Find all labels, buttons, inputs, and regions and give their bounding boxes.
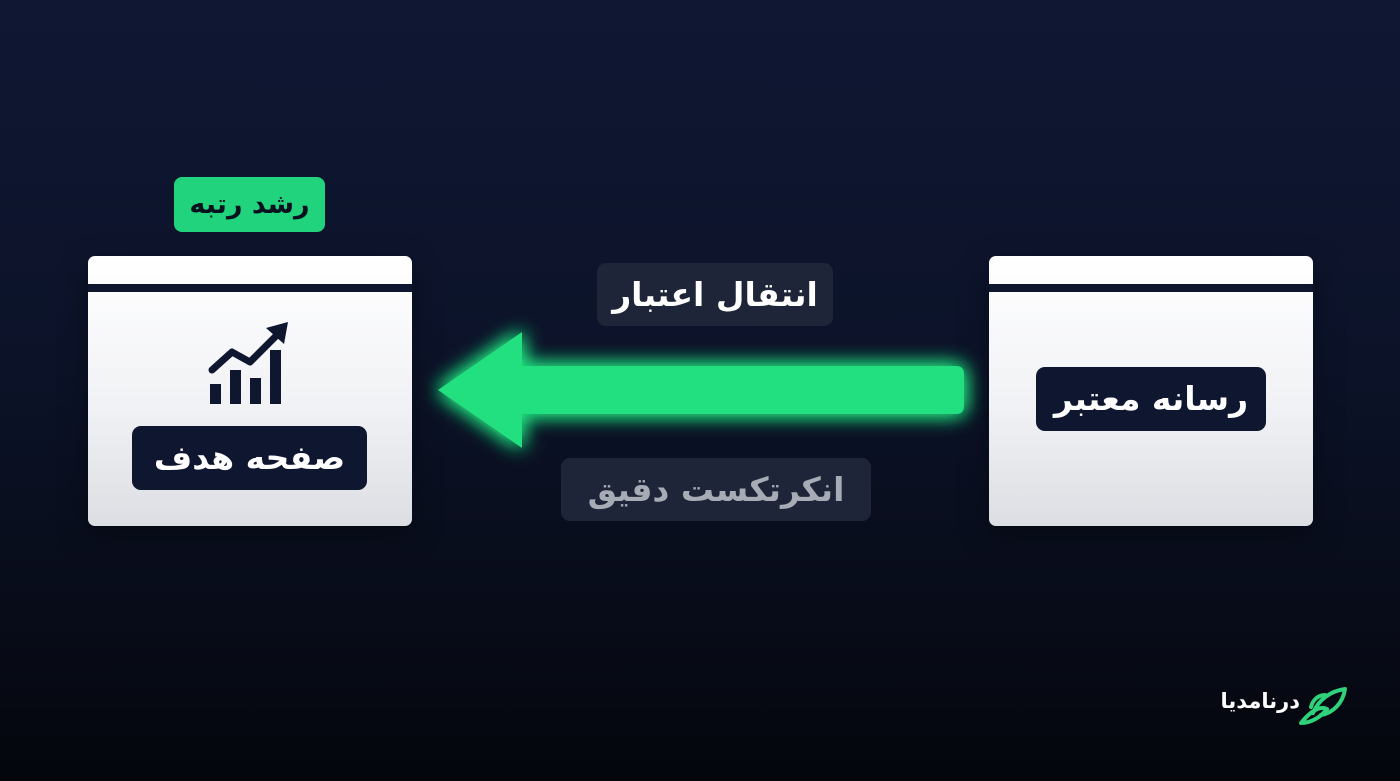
target-page-card: صفحه هدف (88, 256, 412, 526)
leaf-logo-icon (1299, 687, 1347, 725)
growth-chart-icon (208, 322, 288, 404)
target-card-header (88, 256, 412, 292)
brand-logo-text: درنامدیا (1220, 689, 1300, 713)
target-page-label: صفحه هدف (132, 426, 367, 490)
authority-transfer-label: انتقال اعتبار (597, 263, 833, 326)
left-arrow-icon (438, 332, 964, 448)
source-media-card: رسانه معتبر (989, 256, 1313, 526)
anchor-text-label: انکرتکست دقیق (561, 458, 871, 521)
source-card-header (989, 256, 1313, 292)
rank-growth-badge: رشد رتبه (174, 177, 325, 232)
source-media-label: رسانه معتبر (1036, 367, 1266, 431)
brand-logo: درنامدیا (1205, 683, 1355, 731)
